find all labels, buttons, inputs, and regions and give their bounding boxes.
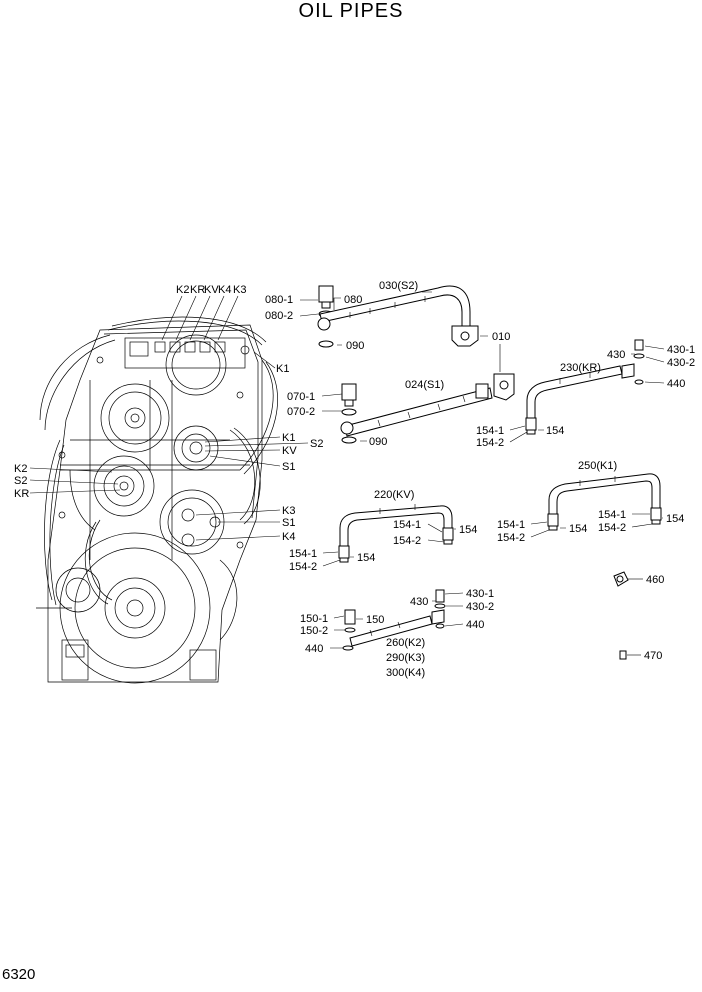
engine-callouts: K2 KR KV K4 K3 K1 K1 S2 KV S1 K3 S1 K4 K… (14, 284, 323, 543)
label-070-2: 070-2 (287, 406, 315, 418)
label-150-2: 150-2 (300, 625, 328, 637)
part-460-470: 460 470 (613, 571, 664, 662)
callout-k4-top: K4 (218, 284, 231, 296)
label-154-1-d: 154-1 (393, 519, 421, 531)
label-154-1-b: 154-1 (497, 519, 525, 531)
label-154-2-a: 154-2 (476, 437, 504, 449)
assembly-260-290-300: 430 430-1 430-2 440 150-1 150-2 150 440 … (300, 588, 494, 679)
label-430-1-b: 430-1 (466, 588, 494, 600)
label-080: 080 (344, 294, 362, 306)
label-460: 460 (646, 574, 664, 586)
callout-k1-upper: K1 (276, 363, 289, 375)
label-430-2-a: 430-2 (667, 357, 695, 369)
label-154-1-c: 154-1 (598, 509, 626, 521)
label-154-d: 154 (459, 524, 477, 536)
callout-kv-top: KV (204, 284, 219, 296)
label-154-2-d: 154-2 (393, 535, 421, 547)
callout-k2-left: K2 (14, 463, 27, 475)
label-024-s1: 024(S1) (405, 379, 444, 391)
label-430-b: 430 (410, 596, 428, 608)
label-154-2-c: 154-2 (598, 522, 626, 534)
assembly-230-kr: 230(KR) 430 430-1 430-2 440 154-1 154-2 … (476, 339, 695, 449)
label-030-s2: 030(S2) (379, 280, 418, 292)
callout-k2-top: K2 (176, 284, 189, 296)
label-220-kv: 220(KV) (374, 489, 414, 501)
callout-s2-mid: S2 (310, 438, 323, 450)
label-080-2: 080-2 (265, 310, 293, 322)
callout-k1-mid: K1 (282, 432, 295, 444)
callout-kr-left: KR (14, 488, 29, 500)
label-154-b: 154 (569, 523, 587, 535)
assembly-024-s1: 070-1 070-2 024(S1) 090 (287, 344, 515, 448)
label-230-kr: 230(KR) (560, 362, 601, 374)
label-154-a: 154 (546, 425, 564, 437)
label-090-a: 090 (346, 340, 364, 352)
label-440-b: 440 (466, 619, 484, 631)
label-430-1-a: 430-1 (667, 344, 695, 356)
page-number: 6320 (2, 966, 36, 983)
callout-k4-low: K4 (282, 531, 295, 543)
callout-kr-top: KR (190, 284, 205, 296)
label-090-b: 090 (369, 436, 387, 448)
label-154-2-b: 154-2 (497, 532, 525, 544)
label-150: 150 (366, 614, 384, 626)
callout-s1-mid: S1 (282, 461, 295, 473)
page-title: OIL PIPES (298, 0, 404, 22)
label-470: 470 (644, 650, 662, 662)
label-260-k2: 260(K2) (386, 637, 425, 649)
label-430-a: 430 (607, 349, 625, 361)
assembly-220-kv: 220(KV) 154-1 154-2 154 154-1 154-2 154 (289, 489, 477, 573)
label-440-a: 440 (667, 378, 685, 390)
callout-s1-low: S1 (282, 517, 295, 529)
label-070-1: 070-1 (287, 391, 315, 403)
callout-k3-top: K3 (233, 284, 246, 296)
label-154-c: 154 (666, 513, 684, 525)
label-154-2-e: 154-2 (289, 561, 317, 573)
label-430-2-b: 430-2 (466, 601, 494, 613)
callout-k3-low: K3 (282, 505, 295, 517)
label-290-k3: 290(K3) (386, 652, 425, 664)
transmission-housing-drawing (36, 316, 278, 684)
assembly-030-s2: 080-1 080-2 080 030(S2) 090 010 (265, 280, 510, 352)
assembly-250-k1: 250(K1) 154-1 154-2 154 154-1 154-2 154 (497, 460, 684, 544)
label-154-e: 154 (357, 552, 375, 564)
label-300-k4: 300(K4) (386, 667, 425, 679)
label-440-c: 440 (305, 643, 323, 655)
label-010: 010 (492, 331, 510, 343)
label-150-1: 150-1 (300, 613, 328, 625)
callout-s2-left: S2 (14, 475, 27, 487)
label-154-1-e: 154-1 (289, 548, 317, 560)
label-080-1: 080-1 (265, 294, 293, 306)
label-250-k1: 250(K1) (578, 460, 617, 472)
label-154-1-a: 154-1 (476, 425, 504, 437)
callout-kv-mid: KV (282, 445, 297, 457)
